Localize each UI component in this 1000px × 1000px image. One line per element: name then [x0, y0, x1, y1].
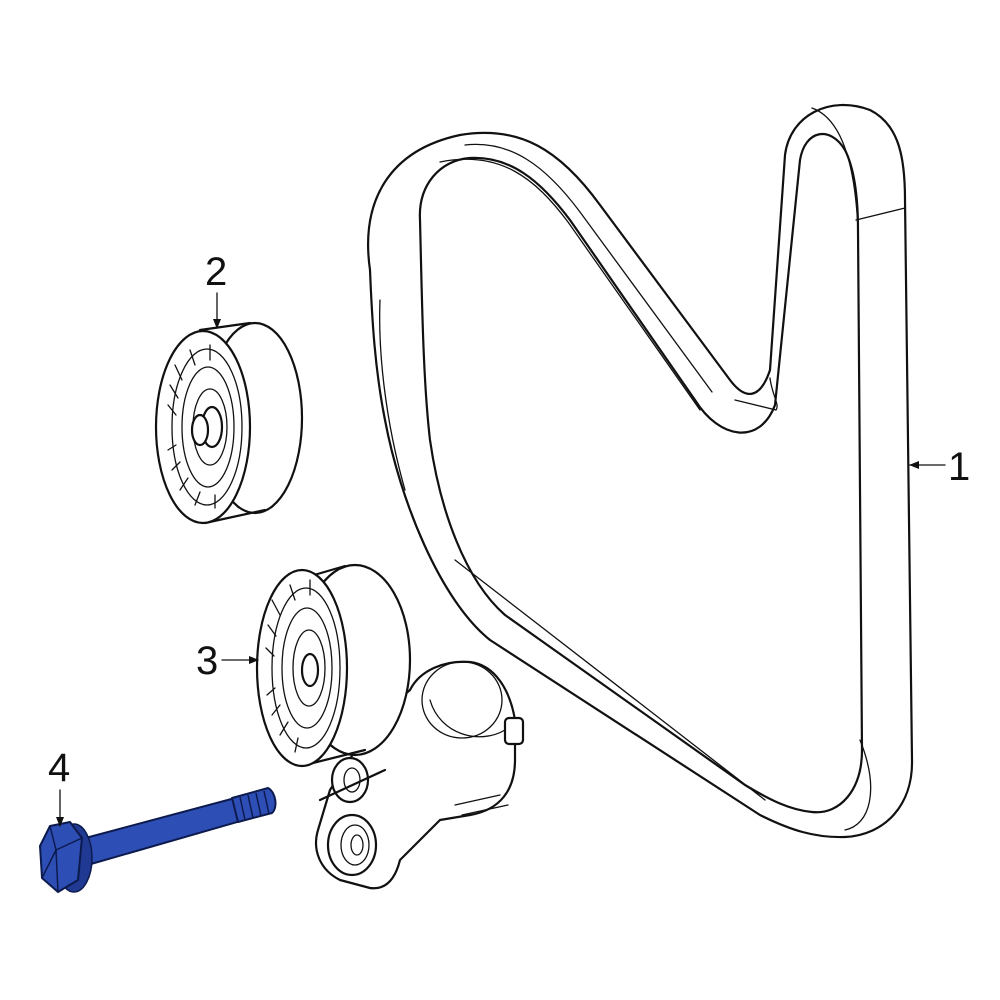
callout-2: 2: [205, 250, 227, 329]
callout-label-4: 4: [48, 746, 70, 790]
serpentine-belt[interactable]: [367, 103, 914, 839]
callout-3: 3: [196, 639, 259, 683]
callout-1: 1: [909, 445, 970, 489]
idler-pulley[interactable]: [154, 321, 304, 525]
callout-label-3: 3: [196, 639, 218, 683]
callout-4: 4: [48, 746, 70, 827]
belt-tensioner[interactable]: [255, 563, 525, 890]
tensioner-bolt[interactable]: [39, 787, 277, 893]
callout-label-2: 2: [205, 250, 227, 294]
callout-label-1: 1: [948, 445, 970, 489]
